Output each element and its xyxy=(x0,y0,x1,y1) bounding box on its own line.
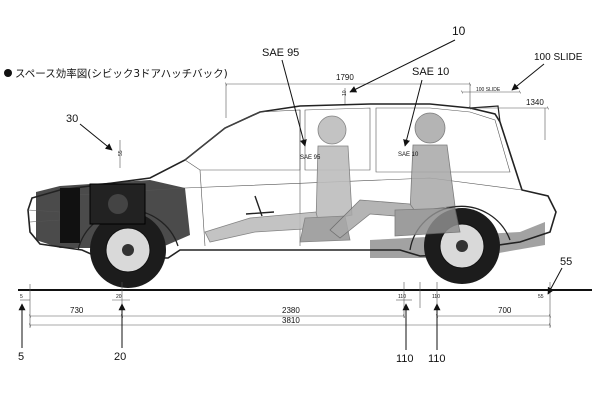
front-occupant xyxy=(204,115,353,243)
dim-100-slide: 100 SLIDE xyxy=(476,87,501,93)
dim-110-b: 110 xyxy=(432,294,440,300)
dim-55-right: 55 xyxy=(538,294,544,300)
callout-110-b: 110 xyxy=(428,353,446,365)
dim-1790: 1790 xyxy=(336,73,354,82)
front-wheel xyxy=(90,212,166,288)
rear-seat-label: SAE 10 xyxy=(398,152,419,158)
dim-5: 5 xyxy=(20,294,23,300)
callout-sae95: SAE 95 xyxy=(262,47,299,59)
dim-2380: 2380 xyxy=(282,306,300,315)
steering-column xyxy=(245,195,275,217)
callout-sae10: SAE 10 xyxy=(412,66,449,78)
callout-30: 30 xyxy=(66,113,78,125)
dim-3810: 3810 xyxy=(282,316,300,325)
dim-20: 20 xyxy=(116,294,122,300)
front-seat-label: SAE 95 xyxy=(300,155,321,161)
dim-55-vertical: 55 xyxy=(118,150,124,156)
dim-700: 700 xyxy=(498,306,512,315)
dim-110-a: 110 xyxy=(398,294,406,300)
callout-10: 10 xyxy=(452,24,466,38)
callout-5: 5 xyxy=(18,351,24,363)
callout-20: 20 xyxy=(114,351,126,363)
callout-100-slide: 100 SLIDE xyxy=(534,52,583,63)
callout-55: 55 xyxy=(560,256,572,268)
rear-occupant xyxy=(329,112,461,239)
diagram-title: スペース効率図(シビック3ドアハッチバック) xyxy=(15,67,228,80)
callout-110-a: 110 xyxy=(396,353,414,365)
bottom-dimensions: 730 20 2380 3810 110 110 700 5 55 xyxy=(20,282,550,328)
dim-730: 730 xyxy=(70,306,84,315)
title-bullet xyxy=(4,69,12,77)
dim-1340: 1340 xyxy=(526,98,544,107)
engine-block xyxy=(60,183,146,243)
